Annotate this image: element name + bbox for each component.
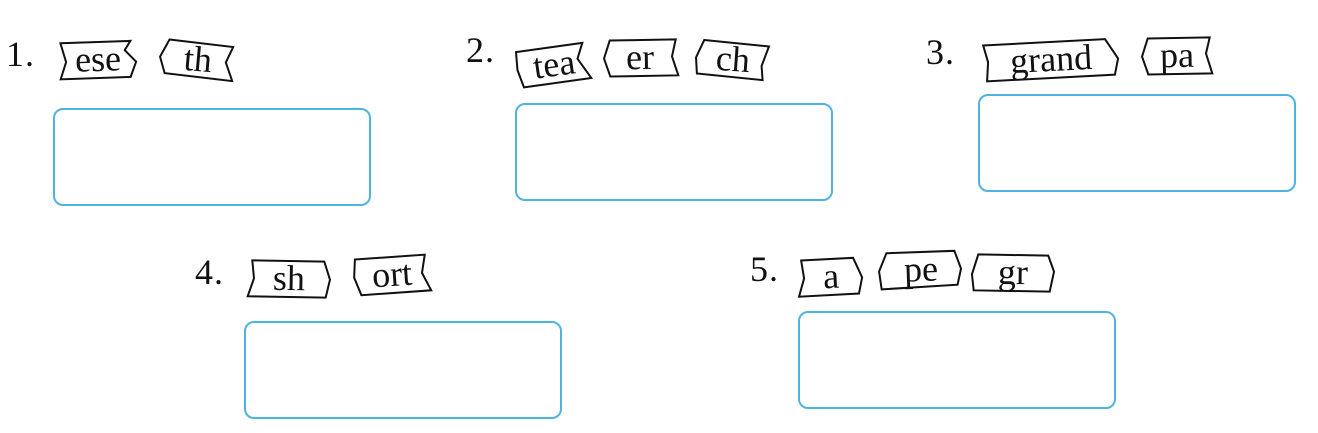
word-fragment: th (182, 37, 214, 81)
word-fragment: a (821, 255, 841, 297)
card-outline (158, 38, 235, 83)
word-card[interactable]: ch (693, 37, 773, 82)
word-fragment: ort (370, 252, 414, 296)
exercise-number: 1. (6, 34, 35, 74)
word-fragment: pe (903, 248, 939, 290)
exercise-number: 2. (466, 30, 495, 70)
card-outline (1140, 36, 1214, 76)
word-fragment: er (625, 36, 655, 78)
answer-box[interactable] (978, 94, 1296, 192)
card-outline (602, 38, 680, 78)
exercise-number: 3. (926, 32, 955, 72)
card-outline (981, 38, 1120, 83)
answer-box[interactable] (244, 321, 562, 419)
answer-box[interactable] (515, 103, 833, 201)
answer-box[interactable] (798, 311, 1116, 409)
card-outline (59, 39, 138, 81)
card-outline (246, 259, 332, 299)
exercise-number: 4. (195, 252, 224, 292)
word-card[interactable]: tea (513, 40, 596, 89)
word-card[interactable]: sh (246, 257, 333, 299)
word-fragment: grand (1009, 36, 1093, 82)
card-outline (514, 41, 594, 89)
word-card[interactable]: grand (979, 36, 1123, 83)
answer-box[interactable] (53, 108, 371, 206)
word-card[interactable]: er (600, 36, 681, 78)
word-fragment: ese (74, 38, 122, 80)
word-card[interactable]: pe (876, 248, 965, 291)
word-card[interactable]: a (795, 255, 867, 298)
exercise-number: 5. (750, 249, 779, 289)
card-outline (695, 38, 771, 82)
card-outline (970, 253, 1056, 293)
word-card[interactable]: gr (970, 251, 1057, 293)
word-fragment: pa (1159, 34, 1195, 76)
word-fragment: ch (714, 37, 752, 81)
card-outline (797, 256, 864, 298)
card-outline (353, 253, 433, 297)
card-outline (878, 249, 963, 291)
word-card[interactable]: pa (1140, 34, 1215, 76)
word-fragment: sh (272, 257, 306, 299)
word-card[interactable]: th (156, 37, 239, 83)
word-fragment: gr (997, 251, 1029, 293)
word-card[interactable]: ort (351, 252, 433, 297)
word-card[interactable]: ese (56, 38, 139, 81)
